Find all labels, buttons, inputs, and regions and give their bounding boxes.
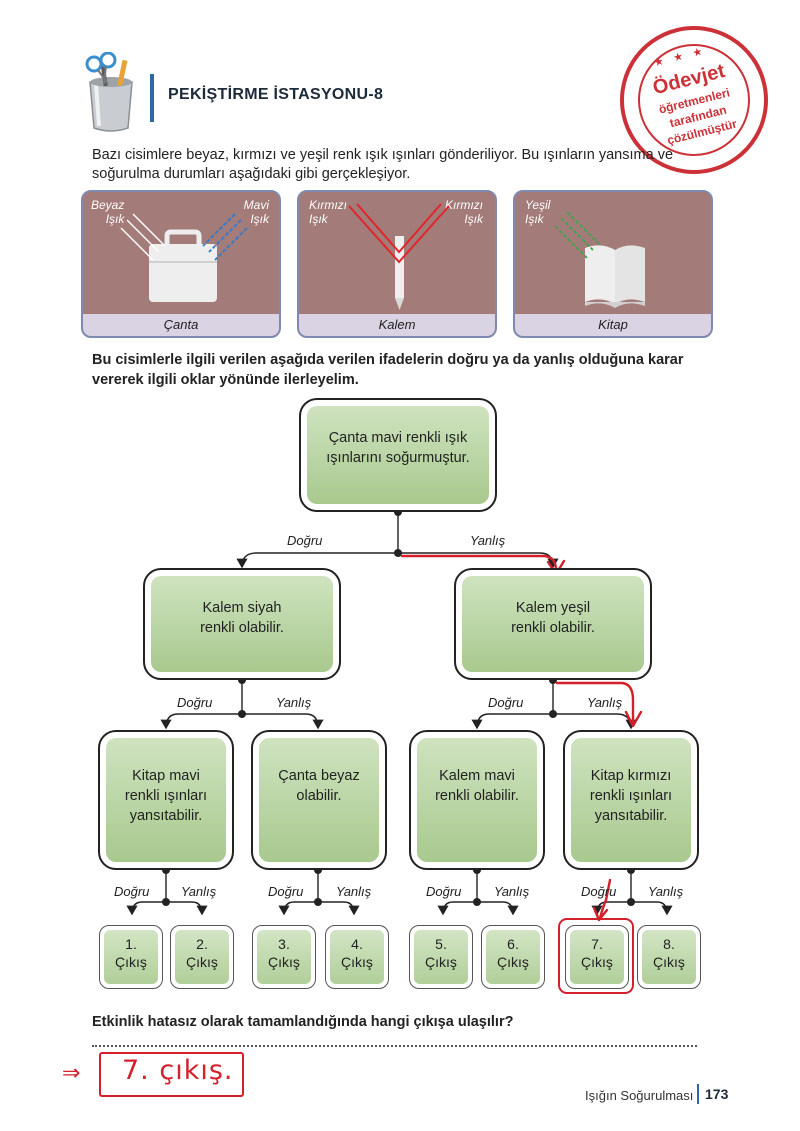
panel-kalem: Kırmızı Işık Kırmızı Işık Kalem xyxy=(297,190,497,338)
flow-left-box: Kalem siyah renkli olabilir. xyxy=(143,568,341,680)
exit-6: 6. Çıkış xyxy=(481,925,545,989)
exit-8: 8. Çıkış xyxy=(637,925,701,989)
flow-label-false: Yanlış xyxy=(470,533,506,548)
flow-label-false: Yanlış xyxy=(276,695,312,710)
flow-r2-box: Kitap kırmızı renkli ışınları yansıtabil… xyxy=(563,730,699,870)
exit-1: 1. Çıkış xyxy=(99,925,163,989)
instruction-question: Bu cisimlerle ilgili verilen aşağıda ver… xyxy=(92,352,684,388)
panel-label: Mavi Işık xyxy=(243,198,269,226)
flow-left-text: Kalem siyah renkli olabilir. xyxy=(200,600,284,636)
panel-kitap: Yeşil Işık Kitap xyxy=(513,190,713,338)
flow-label-false: Yanlış xyxy=(587,695,623,710)
footer-divider xyxy=(697,1084,699,1104)
flow-label-false: Yanlış xyxy=(494,884,530,899)
exit-2: 2. Çıkış xyxy=(170,925,234,989)
panel-caption: Çanta xyxy=(83,314,279,336)
handwritten-answer: 7. çıkış. xyxy=(122,1055,234,1086)
exit-5: 5. Çıkış xyxy=(409,925,473,989)
flow-label-true: Doğru xyxy=(426,884,462,899)
flow-r1-text: Kalem mavi renkli olabilir. xyxy=(435,768,519,804)
flow-label-true: Doğru xyxy=(114,884,150,899)
flow-label-true: Doğru xyxy=(287,533,323,548)
book-icon xyxy=(554,211,645,308)
flow-label-true: Doğru xyxy=(268,884,304,899)
flow-label-true: Doğru xyxy=(488,695,524,710)
panel-caption: Kitap xyxy=(515,314,711,336)
exit-7: 7. Çıkış xyxy=(565,925,629,989)
panel-caption: Kalem xyxy=(299,314,495,336)
panel-label: Beyaz Işık xyxy=(91,198,125,226)
title-accent-bar xyxy=(150,74,154,122)
flow-label-false: Yanlış xyxy=(336,884,372,899)
flow-label-true: Doğru xyxy=(581,884,617,899)
exit-7-highlight xyxy=(558,918,634,994)
double-arrow-icon: ⇒ xyxy=(62,1061,81,1086)
flow-l2-text: Çanta beyaz olabilir. xyxy=(278,768,360,804)
panel-label: Kırmızı Işık xyxy=(309,198,347,226)
flow-root-text: Çanta mavi renkli ışık ışınlarını soğurm… xyxy=(326,430,470,466)
flow-l1-text: Kitap mavi renkli ışınları yansıtabilir. xyxy=(124,768,208,824)
panel-label: Kırmızı Işık xyxy=(445,198,483,226)
pencil-icon xyxy=(348,203,450,310)
flow-right-text: Kalem yeşil renkli olabilir. xyxy=(511,600,595,636)
final-question: Etkinlik hatasız olarak tamamlandığında … xyxy=(92,1014,514,1030)
flow-root-box: Çanta mavi renkli ışık ışınlarını soğurm… xyxy=(299,398,497,512)
flow-l2-box: Çanta beyaz olabilir. xyxy=(251,730,387,870)
flow-right-box: Kalem yeşil renkli olabilir. xyxy=(454,568,652,680)
flow-r1-box: Kalem mavi renkli olabilir. xyxy=(409,730,545,870)
panel-label: Yeşil Işık xyxy=(525,198,551,226)
page-title: PEKİŞTİRME İSTASYONU-8 xyxy=(168,86,384,103)
exit-3: 3. Çıkış xyxy=(252,925,316,989)
scissors-cup-icon xyxy=(85,52,133,132)
answer-dotted-line xyxy=(92,1045,697,1047)
answer-box xyxy=(99,1052,244,1097)
panel-canta: Beyaz Işık Mavi Işık Çanta xyxy=(81,190,281,338)
bag-icon xyxy=(120,213,248,302)
exit-4: 4. Çıkış xyxy=(325,925,389,989)
flow-label-true: Doğru xyxy=(177,695,213,710)
flow-r2-text: Kitap kırmızı renkli ışınları yansıtabil… xyxy=(589,768,673,824)
intro-text: Bazı cisimlere beyaz, kırmızı ve yeşil r… xyxy=(92,147,674,182)
page-number: 173 xyxy=(705,1086,729,1102)
flow-label-false: Yanlış xyxy=(181,884,217,899)
footer-topic: Işığın Soğurulması xyxy=(585,1088,694,1103)
flow-label-false: Yanlış xyxy=(648,884,684,899)
flow-l1-box: Kitap mavi renkli ışınları yansıtabilir. xyxy=(98,730,234,870)
